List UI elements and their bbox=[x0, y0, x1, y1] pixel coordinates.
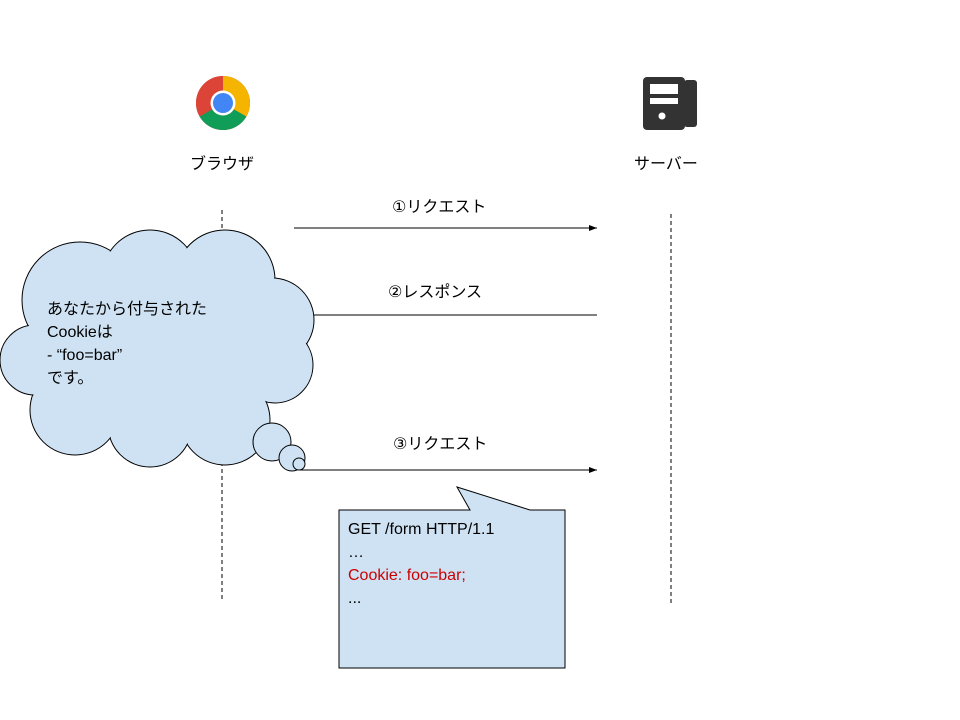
browser-label: ブラウザ bbox=[190, 154, 255, 173]
note-line: GET /form HTTP/1.1 bbox=[348, 521, 495, 538]
message-label: ②レスポンス bbox=[388, 282, 483, 301]
message-label: ①リクエスト bbox=[392, 197, 487, 216]
chrome-icon bbox=[195, 75, 251, 131]
cookie-header-line: Cookie: foo=bar; bbox=[348, 567, 466, 584]
server-label: サーバー bbox=[634, 154, 698, 173]
thought-line: です。 bbox=[47, 370, 94, 387]
note-callout bbox=[338, 486, 566, 669]
request-note: GET /form HTTP/1.1 … Cookie: foo=bar; ..… bbox=[339, 510, 565, 668]
note-line: … bbox=[348, 544, 364, 561]
thought-text: あなたから付与された Cookieは - “foo=bar” です。 bbox=[47, 298, 207, 390]
thought-line: - “foo=bar” bbox=[47, 347, 123, 364]
server-icon bbox=[643, 77, 697, 130]
thought-line: Cookieは bbox=[47, 324, 113, 341]
thought-line: あなたから付与された bbox=[47, 301, 208, 318]
note-line: ... bbox=[348, 590, 362, 607]
thought-bubble bbox=[292, 457, 306, 471]
message-label: ③リクエスト bbox=[393, 434, 488, 453]
thought-cloud bbox=[0, 229, 315, 472]
